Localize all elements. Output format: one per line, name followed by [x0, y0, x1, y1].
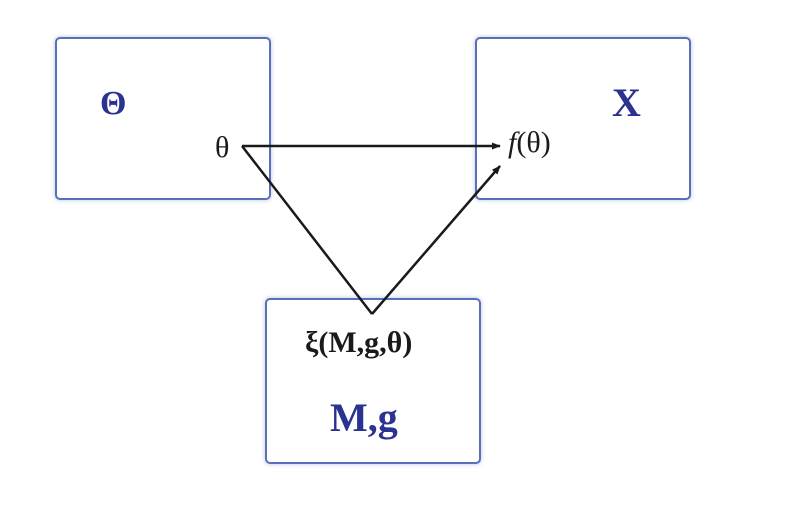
- function-name: f: [508, 126, 517, 159]
- function-argument: (θ): [516, 126, 551, 159]
- model-space-label: M,g: [330, 395, 398, 440]
- target-space-label: X: [612, 80, 641, 125]
- parameter-space-box: [55, 37, 271, 200]
- model-space-box: [265, 298, 481, 464]
- f-theta-label: f(θ): [508, 128, 551, 158]
- target-space-box: [475, 37, 691, 200]
- theta-point-label: θ: [215, 131, 230, 164]
- xi-map-label: ξ(M,g,θ): [305, 326, 413, 359]
- parameter-space-label: Θ: [100, 85, 127, 122]
